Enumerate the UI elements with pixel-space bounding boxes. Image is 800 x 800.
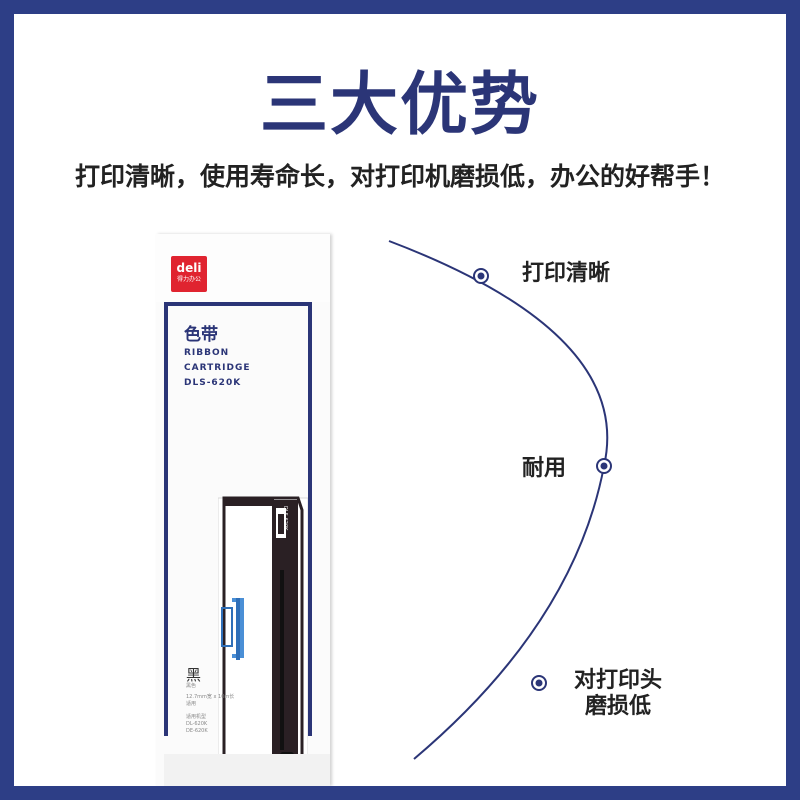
color-label: 黑 bbox=[186, 666, 202, 684]
spec-line-4: DL-620K bbox=[186, 721, 208, 727]
product-name-en-2: CARTRIDGE bbox=[184, 363, 251, 373]
product-model: DLS-620K bbox=[184, 378, 242, 388]
color-sublabel: 黑色 bbox=[186, 683, 197, 689]
ribbon-cartridge-image bbox=[218, 496, 308, 780]
cartridge-label: DLS-620K bbox=[282, 506, 288, 531]
feature-durable: 耐用 bbox=[522, 456, 567, 481]
feature-dot-1 bbox=[473, 268, 489, 284]
product-name-cn: 色带 bbox=[184, 325, 218, 345]
brand-logo: deli 得力办公 bbox=[171, 256, 207, 292]
page-title: 三大优势 bbox=[259, 66, 540, 145]
brand-logo-subtext: 得力办公 bbox=[176, 276, 201, 283]
product-name-en-1: RIBBON bbox=[184, 348, 230, 358]
content-panel: 三大优势 打印清晰，使用寿命长，对打印机磨损低，办公的好帮手！ deli 得力办… bbox=[14, 14, 786, 786]
spec-line-5: DE-620K bbox=[186, 728, 208, 734]
spec-line-3: 适用机型 bbox=[186, 714, 207, 720]
feature-low-wear-line1: 对打印头 bbox=[574, 668, 663, 693]
feature-low-wear: 对打印头 磨损低 bbox=[574, 668, 662, 720]
feature-clear-print: 打印清晰 bbox=[522, 261, 611, 286]
product-box: deli 得力办公 色带 RIBBON CARTRIDGE DLS-620K bbox=[156, 234, 330, 786]
feature-dot-2 bbox=[596, 458, 612, 474]
feature-low-wear-line2: 磨损低 bbox=[585, 694, 652, 719]
box-label: 色带 RIBBON CARTRIDGE DLS-620K bbox=[184, 324, 251, 391]
spec-line-1: 12.7mm宽 x 10m长 bbox=[186, 694, 235, 700]
page-subtitle: 打印清晰，使用寿命长，对打印机磨损低，办公的好帮手！ bbox=[74, 162, 725, 191]
feature-dot-3 bbox=[531, 675, 547, 691]
feature-arc bbox=[388, 240, 612, 760]
box-frame bbox=[164, 302, 312, 736]
spec-line-2: 适用 bbox=[186, 701, 197, 707]
box-bottom bbox=[164, 754, 330, 786]
brand-logo-text: deli bbox=[176, 261, 202, 275]
